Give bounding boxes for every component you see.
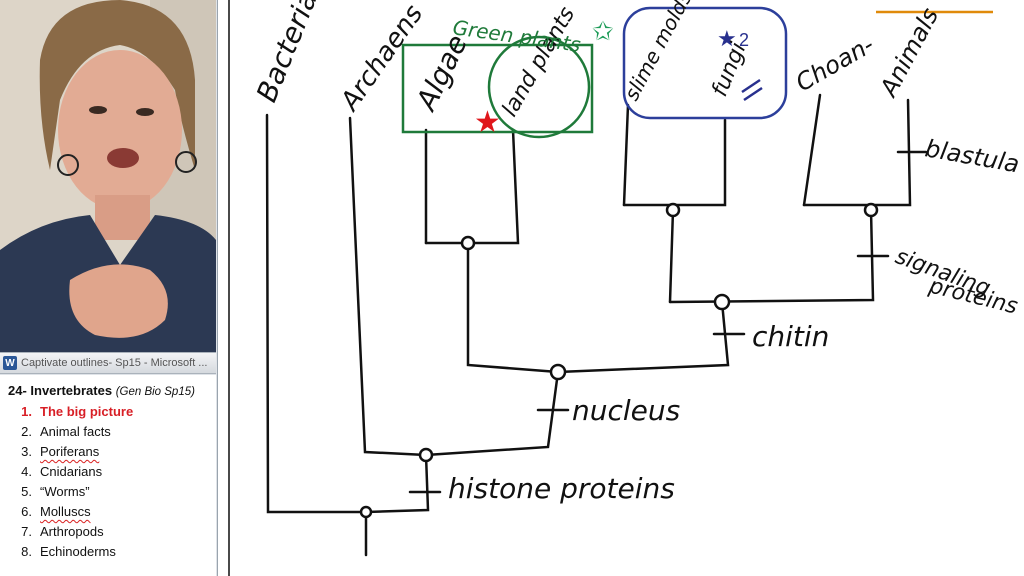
word-window-title: Captivate outlines- Sp15 - Microsoft ... [21,357,208,369]
tree-nodes [359,202,879,519]
taxon-animals: Animals [874,3,945,102]
green-plants-box [401,43,594,134]
whiteboard-canvas[interactable]: ✩ ★ ★ 2 Bacteria Archaens Algae land pla… [228,0,1024,576]
trait-blastula: blastula [923,134,1022,178]
outline-list: 1.The big picture 2.Animal facts 3.Porif… [8,402,216,562]
green-star-icon: ✩ [592,16,614,46]
outline-item: 5.“Worms” [21,484,90,499]
phylogenetic-tree-drawing: ✩ ★ ★ 2 Bacteria Archaens Algae land pla… [250,0,1022,557]
star-two-mark: 2 [739,30,749,50]
outline-subtitle: (Gen Bio Sp15) [115,386,195,398]
tree-branches [265,93,928,557]
word-taskbar-button[interactable]: W Captivate outlines- Sp15 - Microsoft .… [0,352,216,374]
blue-star-icon: ★ [717,26,737,51]
outline-document: 24- Invertebrates (Gen Bio Sp15) 1.The b… [0,375,216,576]
taxon-land-plants: land plants [498,3,581,121]
word-app-icon: W [3,356,17,370]
outline-item: 7.Arthropods [21,524,104,539]
trait-nucleus: nucleus [572,394,680,427]
taxon-choan: Choan- [791,30,879,97]
outline-heading: 24- Invertebrates (Gen Bio Sp15) [8,383,216,398]
outline-item: 2.Animal facts [21,424,111,439]
slime-fungi-box [622,6,788,120]
left-panel: W Captivate outlines- Sp15 - Microsoft .… [0,0,218,576]
outline-item: 6.Molluscs [21,504,91,519]
fungi-underline-marks [741,78,763,102]
outline-item: 3.Poriferans [21,444,100,459]
red-star-icon: ★ [474,106,501,139]
trait-histone: histone proteins [448,472,675,505]
land-plants-circle [487,35,591,139]
outline-item: 8.Echinoderms [21,544,116,559]
presenter-video-image [0,0,216,352]
outline-title: 24- Invertebrates [8,383,113,398]
taxon-algae: Algae [409,30,474,117]
outline-item: 1.The big picture [21,404,134,419]
trait-chitin: chitin [752,320,829,353]
webcam-feed [0,0,216,352]
outline-item: 4.Cnidarians [21,464,103,479]
taxon-bacteria: Bacteria [250,0,324,107]
